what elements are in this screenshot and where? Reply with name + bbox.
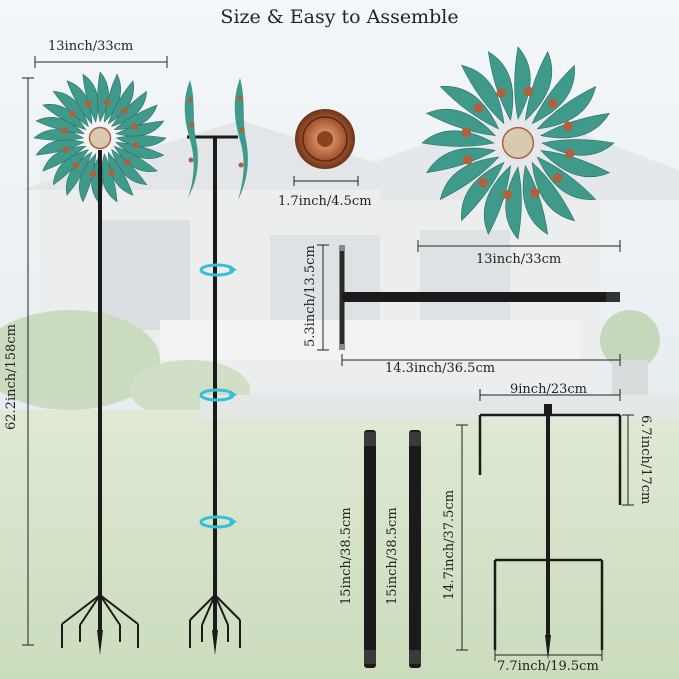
spinner-bead: [85, 100, 92, 107]
spinner-blade: [439, 86, 500, 130]
spinner-bead: [523, 86, 534, 97]
pole-segment: [409, 430, 421, 668]
spinner-bead: [502, 189, 513, 200]
spinner-blade: [525, 51, 553, 121]
ground-stake: [478, 404, 622, 660]
dimension-lines: [22, 56, 634, 661]
top-spinner-width-label: 13inch/33cm: [48, 39, 134, 54]
spinner-bead: [69, 110, 77, 118]
spinner-blade: [531, 161, 575, 222]
spinner-blade: [483, 165, 511, 235]
stake-height-label: 14.7inch/37.5cm: [442, 489, 457, 600]
spinner-blade: [426, 108, 496, 136]
spinner-bead: [108, 169, 115, 176]
spinner-bead: [473, 103, 484, 113]
spinner-blade: [539, 112, 610, 139]
spinner-bead: [132, 141, 139, 149]
spinner-blade: [531, 64, 575, 125]
pole-segment-2-label: 15inch/38.5cm: [385, 507, 400, 605]
spinner-bead: [552, 173, 563, 183]
spinner-blade: [426, 147, 497, 174]
pole-side-view: [184, 78, 248, 655]
spinner-bead: [478, 177, 488, 188]
rotate-arrow-icon: [199, 388, 237, 402]
stake-base-width-label: 7.7inch/19.5cm: [497, 659, 599, 674]
spinner-bead: [548, 98, 558, 109]
large-spinner-width-label: 13inch/33cm: [476, 252, 562, 267]
stake-width-label: 9inch/23cm: [510, 382, 587, 397]
spinner-blade: [487, 51, 514, 122]
spinner-bead: [103, 99, 111, 106]
t-rod-length-label: 14.3inch/36.5cm: [385, 361, 496, 376]
spinner-blade: [461, 64, 505, 125]
spinner-hub: [88, 126, 112, 150]
spinner-bead: [564, 148, 575, 159]
spinner-bead: [563, 121, 573, 132]
rotate-arrow-icon: [199, 515, 237, 529]
pole-segment-1-label: 15inch/38.5cm: [339, 507, 354, 605]
spinner-bead: [461, 127, 472, 138]
pole-assembled: [61, 150, 139, 655]
spinner-bead: [123, 158, 131, 166]
spinner-blade: [115, 120, 165, 137]
spinner-bead: [61, 127, 68, 135]
spinner-blade: [536, 156, 597, 200]
spinner-bead: [463, 154, 473, 165]
hub-diameter-label: 1.7inch/4.5cm: [278, 194, 372, 209]
spinner-bead: [496, 88, 507, 98]
hub-medallion: [295, 109, 355, 169]
spinner-bead: [120, 107, 128, 115]
spinner-blade: [439, 156, 500, 200]
spinner-side-right: [234, 78, 248, 200]
spinner-bead: [89, 170, 97, 177]
spinner-bead: [72, 161, 80, 169]
spinner-bead: [529, 188, 540, 198]
spinner-hub: [501, 126, 535, 160]
spinner-large: [421, 46, 615, 240]
spinner-side-left: [184, 80, 198, 198]
pole-segment: [364, 430, 376, 668]
stake-top-height-label: 6.7inch/17cm: [638, 415, 653, 505]
t-rod-height-label: 5.3inch/13.5cm: [303, 245, 318, 347]
spinner-bead: [62, 146, 69, 153]
rotate-arrow-icon: [199, 263, 237, 277]
spinner-blade: [536, 86, 597, 130]
spinner-blade: [522, 164, 549, 235]
spinner-blade: [540, 150, 610, 178]
spinner-bead: [131, 123, 138, 130]
page-title: Size & Easy to Assemble: [220, 6, 459, 28]
total-height-label: 62.2inch/158cm: [4, 324, 19, 430]
spinner-blade: [461, 161, 505, 222]
t-rod: [339, 245, 620, 350]
